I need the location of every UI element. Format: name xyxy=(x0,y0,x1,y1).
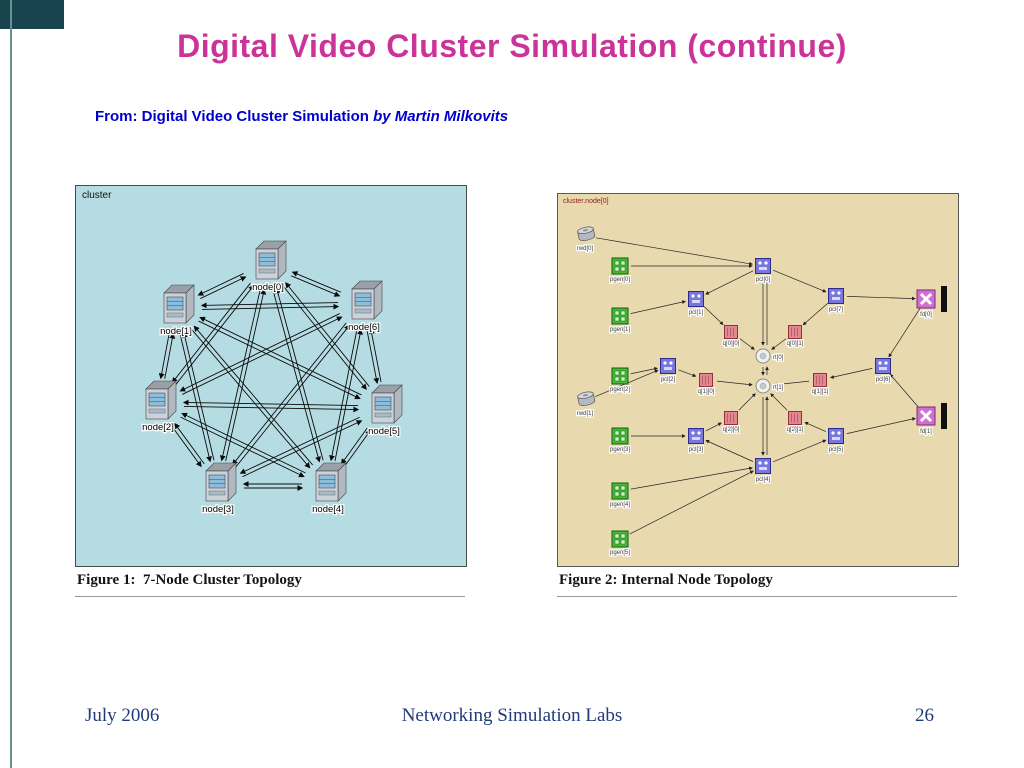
source-attribution: From: Digital Video Cluster Simulation b… xyxy=(95,108,508,125)
svg-text:rwd[1]: rwd[1] xyxy=(577,411,594,417)
figure2-container: cluster.node[0] rwd[0] rwd[1] pgen[0] pgen[1… xyxy=(557,193,959,597)
slide-footer: July 2006 Networking Simulation Labs 26 xyxy=(0,705,1024,735)
svg-text:rwd[0]: rwd[0] xyxy=(577,246,594,252)
svg-text:q[2][0]: q[2][0] xyxy=(723,427,740,433)
footer-date: July 2006 xyxy=(85,705,160,726)
left-edge-rule xyxy=(10,0,12,768)
svg-text:pcl[3]: pcl[3] xyxy=(689,447,704,453)
svg-text:pgen[3]: pgen[3] xyxy=(610,447,630,453)
svg-text:node[5]: node[5] xyxy=(368,426,400,437)
svg-text:cluster.node[0]: cluster.node[0] xyxy=(563,198,609,205)
svg-text:node[0]: node[0] xyxy=(252,282,284,293)
svg-text:pcl[2]: pcl[2] xyxy=(661,377,676,383)
svg-text:q[0][1]: q[0][1] xyxy=(787,341,804,347)
source-attribution-author: by Martin Milkovits xyxy=(368,108,509,125)
cluster-topology-figure: cluster node[0] node[1] node[6] node[2] node[… xyxy=(75,185,467,567)
svg-text:pcl[5]: pcl[5] xyxy=(829,447,844,453)
svg-text:q[1][0]: q[1][0] xyxy=(698,389,715,395)
svg-text:node[3]: node[3] xyxy=(202,504,234,515)
svg-text:q[1][1]: q[1][1] xyxy=(812,389,829,395)
figure1-caption: Figure 1: 7-Node Cluster Topology xyxy=(75,567,465,597)
internal-node-topology-figure: cluster.node[0] rwd[0] rwd[1] pgen[0] pgen[1… xyxy=(557,193,959,567)
svg-text:q[2][1]: q[2][1] xyxy=(787,427,804,433)
source-attribution-text: From: Digital Video Cluster Simulation xyxy=(95,108,369,125)
svg-text:pcl[4]: pcl[4] xyxy=(756,477,771,483)
svg-text:cluster: cluster xyxy=(82,190,112,201)
svg-text:pcl[1]: pcl[1] xyxy=(689,310,704,316)
svg-text:pgen[0]: pgen[0] xyxy=(610,277,630,283)
svg-text:rt[0]: rt[0] xyxy=(773,355,784,361)
svg-text:fd[1]: fd[1] xyxy=(920,429,932,435)
svg-text:pgen[5]: pgen[5] xyxy=(610,550,630,556)
svg-text:pcl[0]: pcl[0] xyxy=(756,277,771,283)
svg-text:pgen[4]: pgen[4] xyxy=(610,502,630,508)
svg-text:pcl[7]: pcl[7] xyxy=(829,307,844,313)
svg-text:node[1]: node[1] xyxy=(160,326,192,337)
svg-text:q[0][0]: q[0][0] xyxy=(723,341,740,347)
svg-text:node[6]: node[6] xyxy=(348,322,380,333)
figure1-container: cluster node[0] node[1] node[6] node[2] node[… xyxy=(75,185,467,597)
svg-text:pgen[2]: pgen[2] xyxy=(610,387,630,393)
svg-text:fd[0]: fd[0] xyxy=(920,312,932,318)
slide-title: Digital Video Cluster Simulation (contin… xyxy=(177,28,847,64)
footer-page-number: 26 xyxy=(915,705,934,726)
svg-text:pcl[6]: pcl[6] xyxy=(876,377,891,383)
footer-title: Networking Simulation Labs xyxy=(401,705,623,726)
svg-text:rt[1]: rt[1] xyxy=(773,385,784,391)
figure2-caption: Figure 2: Internal Node Topology xyxy=(557,567,957,597)
svg-text:node[4]: node[4] xyxy=(312,504,344,515)
svg-text:node[2]: node[2] xyxy=(142,422,174,433)
svg-text:pgen[1]: pgen[1] xyxy=(610,327,630,333)
